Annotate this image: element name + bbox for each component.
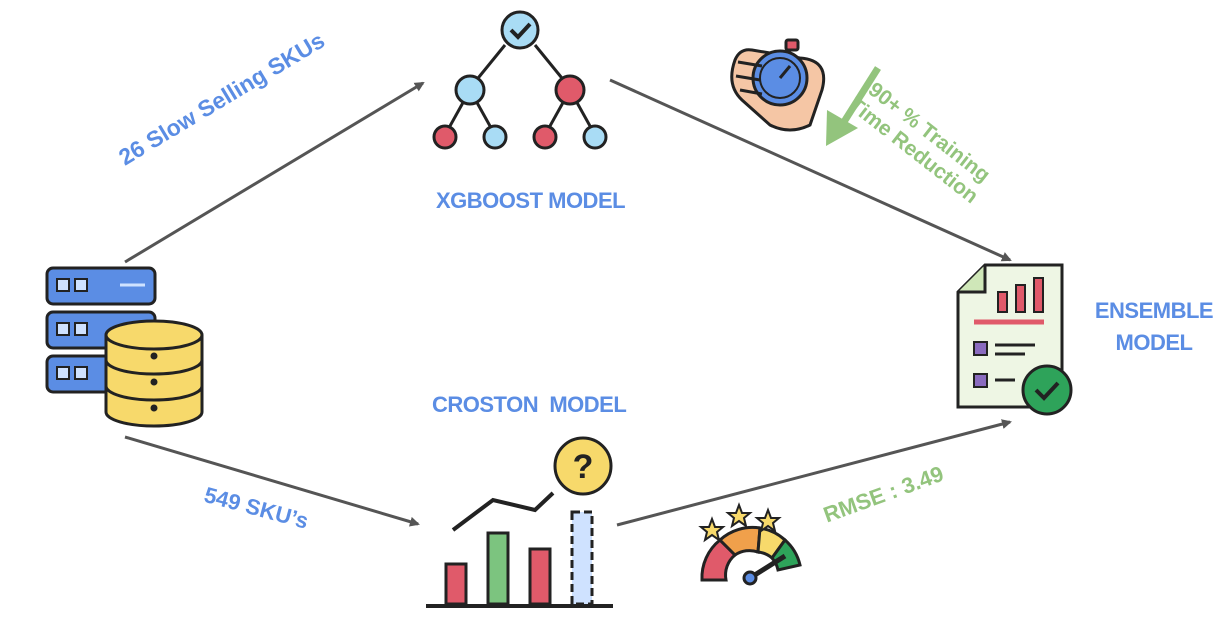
- bar-chart-question-icon: [426, 436, 613, 608]
- arrow-xgboost-to-ensemble: [609, 78, 1012, 262]
- arrow-database-to-croston: [124, 435, 420, 527]
- arrow-croston-to-ensemble: [616, 419, 1012, 527]
- ensemble-label-line2: MODEL: [1115, 330, 1193, 355]
- ensemble-label-line1: ENSEMBLE: [1094, 298, 1214, 323]
- question-mark-glyph: ?: [573, 448, 594, 486]
- croston-model-label: CROSTON MODEL: [432, 392, 627, 417]
- database-server-icon: [45, 266, 204, 428]
- down-arrow-icon: [826, 66, 881, 146]
- decision-tree-icon: [432, 10, 608, 150]
- report-document-check-icon: [956, 263, 1073, 416]
- ensemble-model-label: ENSEMBLE MODEL: [1092, 298, 1216, 356]
- xgboost-model-label: XGBOOST MODEL: [436, 188, 626, 213]
- gauge-stars-icon: [698, 502, 802, 586]
- arrow-database-to-xgboost: [124, 81, 425, 264]
- stopwatch-hand-icon: [730, 38, 826, 132]
